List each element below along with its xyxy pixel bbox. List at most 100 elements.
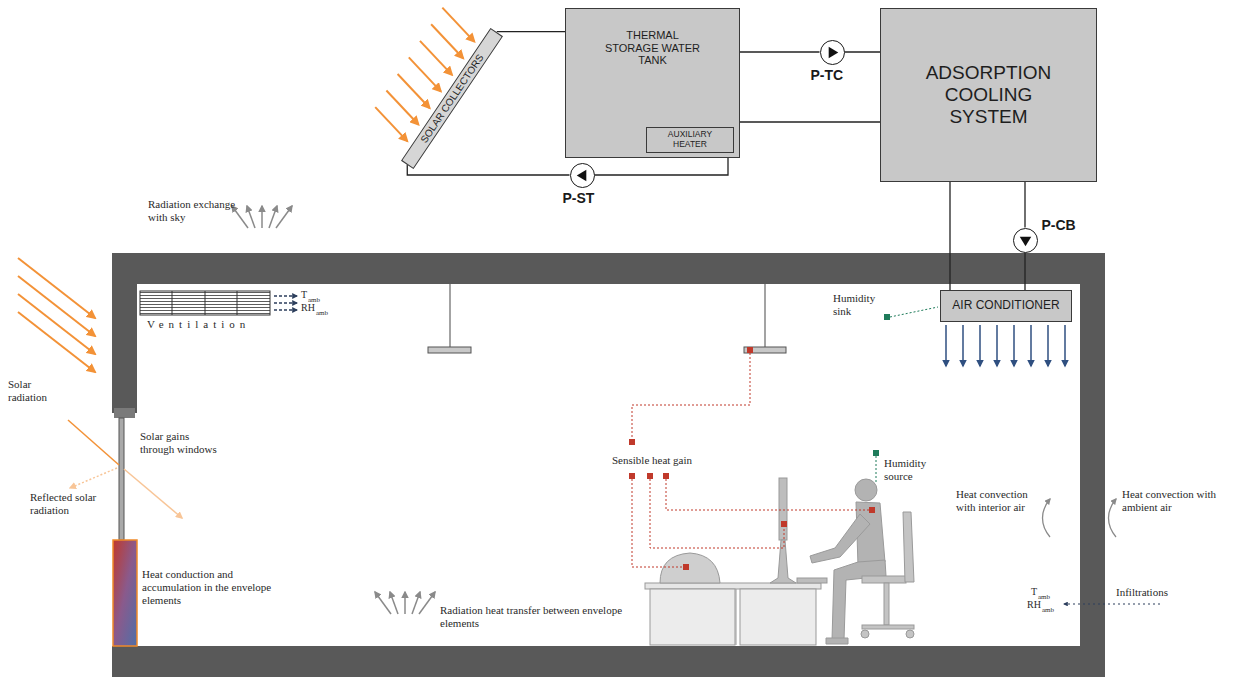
signal-name: T xyxy=(1031,586,1037,598)
convection-arrow xyxy=(1109,499,1117,537)
pump-triangle xyxy=(1014,229,1037,252)
lamp-stem xyxy=(449,284,450,347)
box-title: AUXILIARY HEATER xyxy=(650,130,730,150)
chair-wheel xyxy=(906,630,914,638)
chair-wheel xyxy=(861,630,869,638)
radiation-note: Radiation heat transfer between envelope… xyxy=(440,604,630,630)
signal-name: T xyxy=(301,289,307,301)
chair-seat xyxy=(862,576,906,583)
leader-line xyxy=(632,479,683,567)
grille-divider xyxy=(172,291,173,315)
desk-top xyxy=(645,583,821,589)
signal-name: RH xyxy=(1027,599,1041,611)
heat-mark xyxy=(629,439,635,445)
head xyxy=(855,479,877,501)
chair-post xyxy=(884,583,889,625)
desk-workstation xyxy=(645,478,827,645)
pipe-connector xyxy=(740,121,880,122)
heat-mark xyxy=(747,347,753,353)
sun-ray xyxy=(18,276,95,336)
humidity-note: Humidity sink xyxy=(833,292,883,318)
pump-label: P-ST xyxy=(563,190,595,206)
sun-ray xyxy=(431,24,463,58)
radiation-arrow xyxy=(375,592,391,614)
humidity-mark xyxy=(873,450,879,456)
radiation-note: Radiation exchange with sky xyxy=(148,198,236,224)
signal-name: RH xyxy=(301,302,315,314)
box-title: ADSORPTION COOLING SYSTEM xyxy=(909,62,1069,128)
supply-air-arrow xyxy=(1064,325,1066,366)
ventilation-grille xyxy=(140,291,297,315)
airflow-arrow xyxy=(274,302,297,304)
signal-subscript: amb xyxy=(316,309,328,317)
convection-arrows xyxy=(1043,499,1117,537)
pump-label: P-TC xyxy=(811,67,844,83)
radiation-arrow xyxy=(247,206,255,228)
radiation-arrow xyxy=(390,592,398,614)
right-wall xyxy=(1080,253,1105,677)
humidity-leader xyxy=(876,456,877,483)
pump-symbol: P-ST xyxy=(570,163,595,188)
transmitted-ray xyxy=(124,469,182,518)
heat-mark xyxy=(781,521,787,527)
humidity-marks xyxy=(873,307,938,483)
sun-ray xyxy=(386,91,418,125)
lamp xyxy=(744,347,786,353)
heat-mark xyxy=(663,473,669,479)
convection-note: Heat convection with interior air xyxy=(956,488,1040,514)
leader-line xyxy=(632,353,750,439)
foot xyxy=(826,638,848,644)
box-title: THERMAL STORAGE WATER TANK xyxy=(603,29,703,67)
air-conditioner-box: AIR CONDITIONER xyxy=(940,290,1072,322)
window-glass xyxy=(119,418,124,540)
heat-mark xyxy=(869,507,875,513)
pipe-connector xyxy=(845,51,881,52)
ventilation-label: Ventilation xyxy=(147,318,250,331)
pipe-connector xyxy=(595,158,729,175)
supply-air-arrow xyxy=(962,325,964,366)
heat-mark xyxy=(683,564,689,570)
chair-base xyxy=(862,625,914,629)
heat-gain-note: Sensible heat gain xyxy=(612,454,692,467)
convection-arrow xyxy=(1043,499,1051,537)
radiation-arrow xyxy=(419,592,435,614)
radiation-arrow xyxy=(261,206,263,228)
pipe-connector xyxy=(1024,182,1025,228)
pump-symbol: P-TC xyxy=(820,40,845,65)
wall-section xyxy=(113,540,137,646)
supply-air-arrow xyxy=(996,325,998,366)
floor-slab xyxy=(112,646,1105,677)
airflow-arrow xyxy=(274,309,297,311)
left-wall xyxy=(112,253,137,413)
solar-note: Solar radiation xyxy=(8,378,70,404)
lamp xyxy=(428,347,471,353)
pipe-connector xyxy=(407,164,569,175)
convection-note: Heat convection with ambient air xyxy=(1122,488,1232,514)
pipe-connector xyxy=(497,31,565,32)
box-title: AIR CONDITIONER xyxy=(952,299,1059,313)
chair-back xyxy=(903,512,914,582)
solar-note: Reflected solar radiation xyxy=(30,491,102,517)
storage-tank-box: THERMAL STORAGE WATER TANK AUXILIARY HEAT… xyxy=(565,8,740,158)
radiation-arrow xyxy=(269,206,277,228)
pipe-connector xyxy=(949,182,950,290)
airflow-arrow xyxy=(274,295,297,297)
grille-divider xyxy=(205,291,206,315)
infiltration-note: Infiltrations xyxy=(1116,586,1168,599)
pump-triangle xyxy=(1019,236,1031,246)
sun-ray xyxy=(18,294,95,354)
radiation-arrow xyxy=(412,592,420,614)
cooling-system-box: ADSORPTION COOLING SYSTEM xyxy=(880,8,1097,182)
pump-triangle xyxy=(576,169,586,181)
pump-triangle xyxy=(571,164,594,187)
desk-pedestal xyxy=(740,589,816,645)
heat-mark xyxy=(629,473,635,479)
reflected-ray xyxy=(70,468,117,488)
arm xyxy=(810,514,870,563)
heat-mark xyxy=(647,473,653,479)
signal-subscript: amb xyxy=(1042,606,1054,614)
pump-symbol: P-CB xyxy=(1013,228,1038,253)
desk-pedestal xyxy=(650,589,735,645)
monitor-stand xyxy=(770,540,796,583)
